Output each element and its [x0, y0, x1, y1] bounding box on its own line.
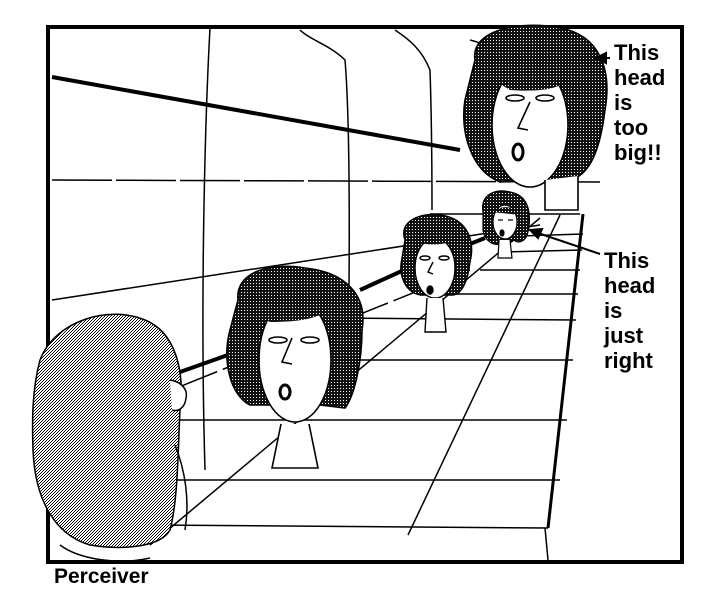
head-far	[400, 213, 473, 333]
head-near	[226, 265, 364, 469]
head-too-big	[462, 24, 608, 211]
annotation-arrows	[527, 51, 610, 255]
perceiver-figure	[31, 313, 188, 562]
label-too-big: This head is too big!!	[614, 40, 666, 165]
head-farthest	[482, 190, 531, 259]
label-just-right: This head is just right	[604, 248, 656, 373]
label-perceiver: Perceiver	[54, 565, 149, 588]
